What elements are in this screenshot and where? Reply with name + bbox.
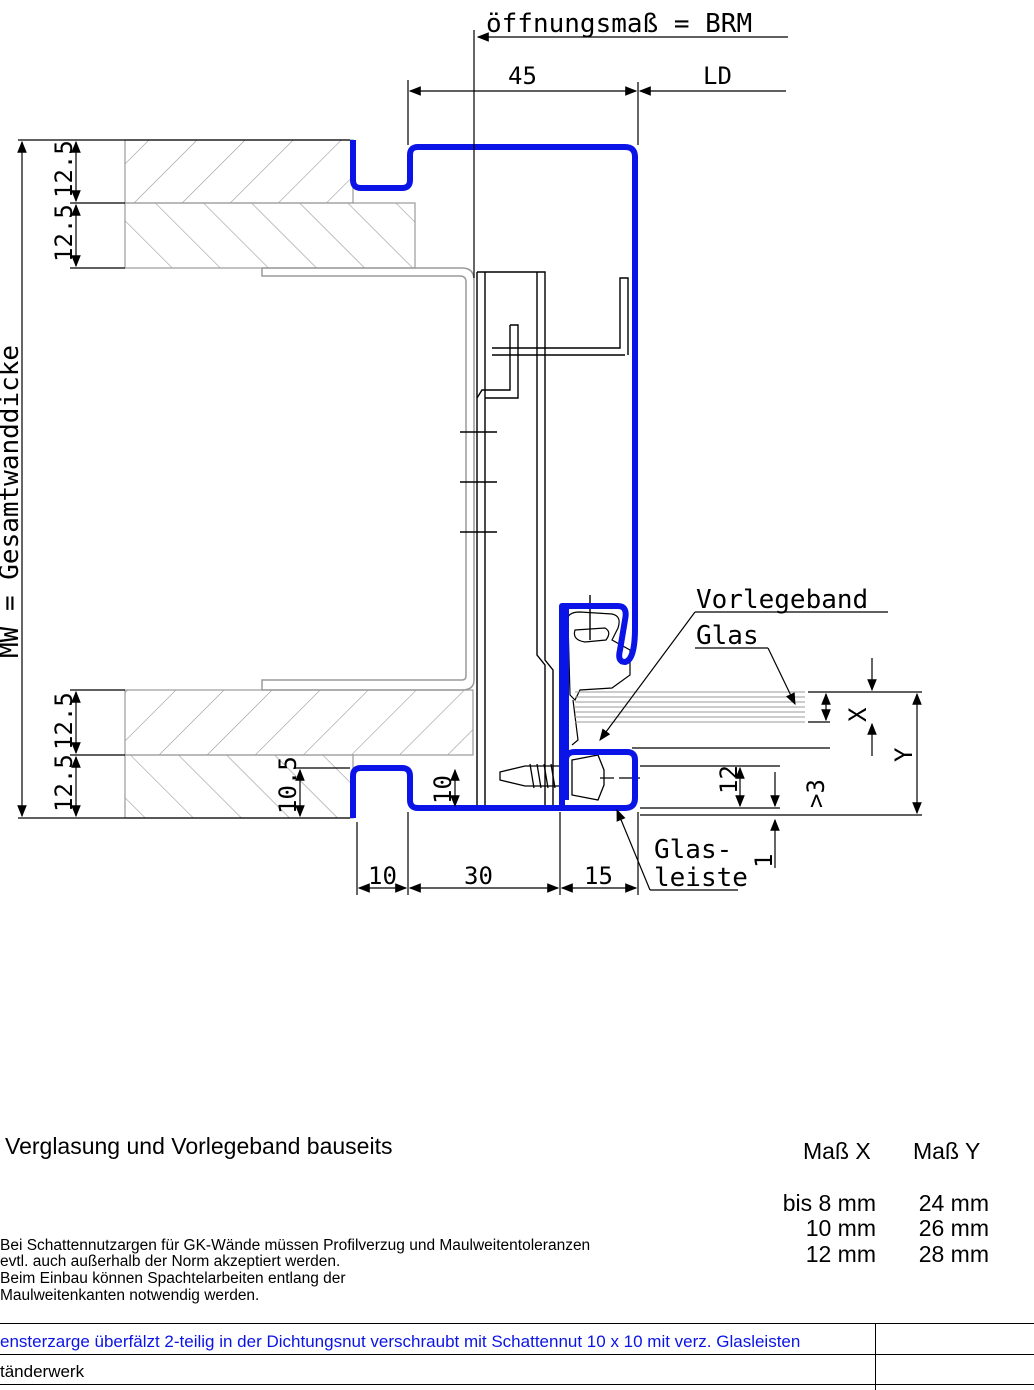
dim-1: 1 xyxy=(750,854,778,868)
note-line-1: Bei Schattennutzargen für GK-Wände müsse… xyxy=(0,1237,591,1254)
dim-10-5: 10.5 xyxy=(274,756,302,814)
dim-30: 30 xyxy=(464,862,493,890)
gypsum-board-bottom xyxy=(124,689,474,819)
dimension-lines xyxy=(17,30,922,895)
callout-glasleiste-2: leiste xyxy=(654,863,748,893)
title-block xyxy=(0,1323,1034,1390)
wall-thickness-label: MW = Gesamtwanddicke xyxy=(0,345,25,658)
cell-y-2: 26 mm xyxy=(918,1215,989,1241)
note-line-3: Beim Einbau können Spachtelarbeiten entl… xyxy=(0,1270,346,1287)
dim-min-3: >3 xyxy=(802,779,830,808)
dim-12-vertical: 12 xyxy=(715,765,743,794)
dim-15: 15 xyxy=(584,862,613,890)
glazing-seal xyxy=(567,611,631,746)
dim-12-5-c: 12.5 xyxy=(50,692,78,750)
dim-x: X xyxy=(844,707,872,722)
title-block-description: ensterzarge überfälzt 2-teilig in der Di… xyxy=(0,1332,801,1351)
screw xyxy=(499,754,640,801)
glass-pane xyxy=(575,691,805,723)
note-line-4: Maulweitenkanten notwendig werden. xyxy=(0,1287,260,1304)
callout-glasleiste-1: Glas- xyxy=(654,835,732,865)
title-block-type: tänderwerk xyxy=(0,1362,85,1381)
dim-12-5-a: 12.5 xyxy=(50,140,78,198)
dim-y: Y xyxy=(890,747,918,762)
frame-profile xyxy=(350,140,638,818)
dim-10-vertical: 10 xyxy=(429,775,457,804)
cell-y-3: 28 mm xyxy=(918,1241,989,1267)
dim-10-horizontal: 10 xyxy=(368,862,397,890)
cell-y-1: 24 mm xyxy=(918,1190,989,1216)
callout-glas: Glas xyxy=(696,621,759,651)
header-mass-y: Maß Y xyxy=(913,1138,981,1164)
opening-dimension-label: öffnungsmaß = BRM xyxy=(486,9,752,39)
dim-ld: LD xyxy=(703,62,732,90)
frame-anchor xyxy=(460,271,629,811)
gypsum-board-top xyxy=(124,139,416,269)
callout-vorlegeband: Vorlegeband xyxy=(696,585,868,615)
cell-x-2: 10 mm xyxy=(805,1215,876,1241)
dim-12-5-b: 12.5 xyxy=(50,204,78,262)
header-mass-x: Maß X xyxy=(803,1138,871,1164)
steel-stud xyxy=(261,267,475,691)
note-line-2: evtl. auch außerhalb der Norm akzeptiert… xyxy=(0,1253,341,1270)
dim-12-5-d: 12.5 xyxy=(50,754,78,812)
dim-45: 45 xyxy=(508,62,537,90)
cell-x-3: 12 mm xyxy=(805,1241,876,1267)
notes-title: Verglasung und Vorlegeband bauseits xyxy=(5,1133,393,1159)
cell-x-1: bis 8 mm xyxy=(782,1190,876,1216)
